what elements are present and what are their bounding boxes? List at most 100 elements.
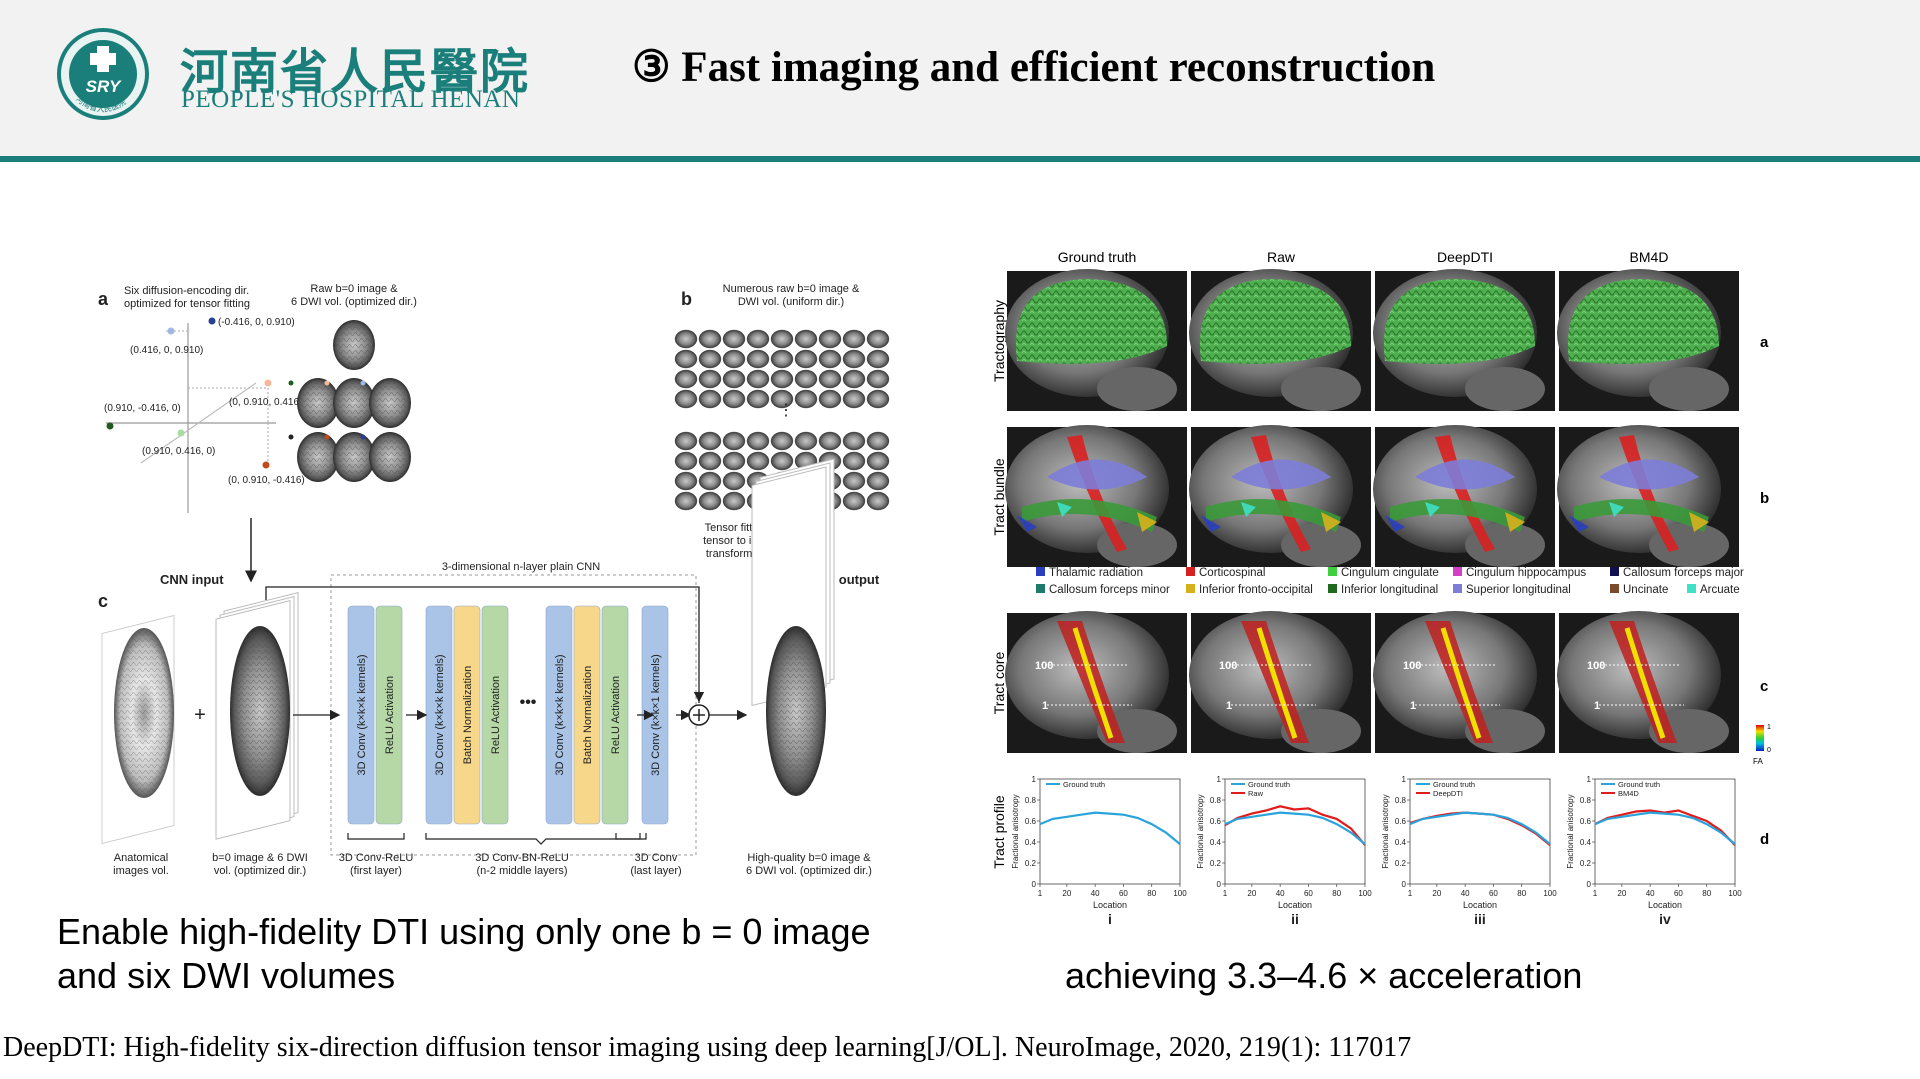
direction-dot (325, 381, 330, 386)
plot-legend-label: Ground truth (1618, 780, 1660, 789)
panel-roman-numeral: iii (1474, 911, 1486, 927)
direction-dot (325, 435, 330, 440)
core-label: 1 (1042, 700, 1048, 712)
brain-sagittal-image: 1001 (1557, 611, 1739, 753)
grid-thumbnail (675, 390, 697, 408)
cnn-title: 3-dimensional n-layer plain CNN (442, 561, 600, 573)
grid-thumbnail (795, 350, 817, 368)
x-axis-label: Location (1463, 900, 1497, 910)
row-label: Tractography (991, 300, 1007, 382)
plus-sign: + (194, 704, 206, 726)
grid-thumbnail (723, 492, 745, 510)
grid-thumbnail (723, 432, 745, 450)
point-label: (0.910, -0.416, 0) (104, 403, 181, 414)
grid-thumbnail (723, 370, 745, 388)
y-axis-label: Fractional anisotropy (1566, 794, 1575, 868)
bottom-label: 6 DWI vol. (optimized dir.) (746, 865, 872, 877)
grid-thumbnail (819, 432, 841, 450)
uniform-dwi-grid-top (675, 330, 889, 408)
grid-thumbnail (867, 370, 889, 388)
legend-label: Corticospinal (1199, 567, 1265, 579)
core-label: 100 (1587, 660, 1605, 672)
panel-b-title-line2: DWI vol. (uniform dir.) (738, 296, 844, 308)
row-label: Tract profile (991, 795, 1007, 869)
bottom-label: 3D Conv-ReLU (339, 852, 414, 864)
grid-thumbnail (675, 432, 697, 450)
y-tick-label: 0.2 (1580, 859, 1592, 868)
x-tick-label: 60 (1674, 889, 1683, 898)
y-tick-label: 0.4 (1395, 838, 1407, 847)
cnn-layer-label: Batch Normalization (462, 666, 474, 764)
right-caption: achieving 3.3–4.6 × acceleration (1065, 955, 1582, 997)
grid-thumbnail (747, 350, 769, 368)
grid-thumbnail (771, 452, 793, 470)
grid-thumbnail (747, 452, 769, 470)
grid-thumbnail (747, 390, 769, 408)
left-caption-line2: and six DWI volumes (57, 954, 957, 998)
plot-legend-label: Ground truth (1433, 780, 1475, 789)
bottom-label: (last layer) (630, 865, 681, 877)
grid-thumbnail (843, 492, 865, 510)
bottom-label: images vol. (113, 865, 169, 877)
grid-thumbnail (771, 350, 793, 368)
grid-thumbnail (819, 330, 841, 348)
fa-tick: 1 (1767, 724, 1771, 731)
panel-b-letter: b (681, 289, 692, 309)
legend-label: Cingulum cingulate (1341, 567, 1439, 579)
bottom-label: High-quality b=0 image & (747, 852, 871, 864)
grid-thumbnail (747, 330, 769, 348)
grid-thumbnail (723, 330, 745, 348)
grid-thumbnail (747, 432, 769, 450)
panel-roman-numeral: iv (1659, 911, 1671, 927)
y-tick-label: 1 (1402, 775, 1407, 784)
dwi-thumbnail-texture (333, 378, 375, 428)
bottom-label: (n-2 middle layers) (476, 865, 567, 877)
point-label: (0.910, 0.416, 0) (142, 446, 215, 457)
deepdti-pipeline-figure: a Six diffusion-encoding dir. optimized … (96, 283, 896, 887)
x-tick-label: 20 (1617, 889, 1626, 898)
brain-sagittal-image (1373, 269, 1555, 411)
legend-label: Uncinate (1623, 584, 1668, 596)
y-tick-label: 0.8 (1395, 796, 1407, 805)
direction-point (209, 318, 216, 325)
y-tick-label: 0 (1217, 880, 1222, 889)
point-label: (0, 0.910, 0.416) (229, 397, 302, 408)
grid-thumbnail (699, 390, 721, 408)
grid-thumbnail (867, 492, 889, 510)
bottom-label: 3D Conv (635, 852, 678, 864)
grid-thumbnail (795, 390, 817, 408)
grid-thumbnail (819, 390, 841, 408)
row-label: Tract bundle (991, 458, 1007, 536)
dwi-thumbnail-texture (297, 378, 339, 428)
brain-sagittal-image: 1001 (1373, 611, 1555, 753)
x-tick-label: 100 (1728, 889, 1742, 898)
left-caption-line1: Enable high-fidelity DTI using only one … (57, 910, 957, 954)
grid-thumbnail (771, 330, 793, 348)
x-tick-label: 80 (1332, 889, 1341, 898)
cnn-layer-label: ReLU Activation (610, 676, 622, 754)
grid-thumbnail (843, 390, 865, 408)
grid-thumbnail (819, 350, 841, 368)
anatomical-image (102, 616, 174, 844)
x-tick-label: 20 (1247, 889, 1256, 898)
x-tick-label: 1 (1038, 889, 1043, 898)
x-tick-label: 40 (1646, 889, 1655, 898)
point-label: (0.416, 0, 0.910) (130, 345, 203, 356)
panel-b-title-line1: Numerous raw b=0 image & (723, 283, 860, 295)
reference-citation: DeepDTI: High-fidelity six-direction dif… (3, 1032, 1411, 1064)
x-tick-label: 60 (1489, 889, 1498, 898)
grid-thumbnail (675, 350, 697, 368)
y-axis-label: Fractional anisotropy (1196, 794, 1205, 868)
legend-label: Arcuate (1700, 584, 1740, 596)
y-tick-label: 0.2 (1210, 859, 1222, 868)
profile-plot: 00.20.40.60.81120406080100LocationFracti… (1011, 775, 1187, 927)
grid-thumbnail (723, 350, 745, 368)
cnn-layer-label: 3D Conv (k×k×k kernels) (356, 654, 368, 775)
x-tick-label: 20 (1062, 889, 1071, 898)
y-tick-label: 0.8 (1025, 796, 1037, 805)
brain-image-rows: 1001100110011001 (1005, 269, 1739, 753)
x-tick-label: 100 (1173, 889, 1187, 898)
raw-dwi-thumbnails (289, 320, 412, 482)
legend-swatch (1186, 567, 1195, 576)
